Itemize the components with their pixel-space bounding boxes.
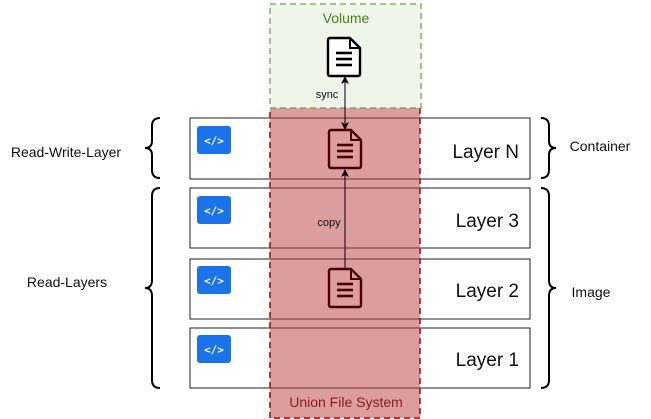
container-label: Container: [570, 138, 631, 154]
copy-label: copy: [317, 217, 341, 229]
code-icon: </>: [197, 196, 231, 224]
read-layers-brace: [144, 187, 161, 389]
volume-label: Volume: [323, 10, 370, 26]
container-brace: [540, 117, 557, 179]
svg-text:</>: </>: [204, 135, 224, 148]
read-write-brace: [144, 117, 161, 179]
sync-label: sync: [316, 89, 339, 101]
document-icon: [327, 128, 363, 170]
sync-edge: sync: [316, 76, 349, 130]
copy-edge: copy: [317, 169, 349, 268]
image-label: Image: [572, 284, 611, 300]
document-icon: [326, 36, 362, 78]
image-brace: [540, 187, 557, 389]
svg-text:</>: </>: [204, 205, 224, 218]
code-icon: </>: [197, 266, 231, 294]
read-layers-label: Read-Layers: [27, 274, 107, 290]
layer-label: Layer 1: [456, 350, 519, 371]
union-file-system-label: Union File System: [289, 394, 403, 410]
code-icon: </>: [197, 126, 231, 154]
svg-text:</>: </>: [204, 344, 224, 357]
svg-text:</>: </>: [204, 275, 224, 288]
read-write-layer-label: Read-Write-Layer: [11, 144, 122, 160]
layer-label: Layer 2: [456, 281, 519, 302]
code-icon: </>: [197, 335, 231, 363]
layer-label: Layer N: [452, 142, 519, 163]
document-icon: [327, 267, 363, 309]
layer-label: Layer 3: [456, 211, 519, 232]
